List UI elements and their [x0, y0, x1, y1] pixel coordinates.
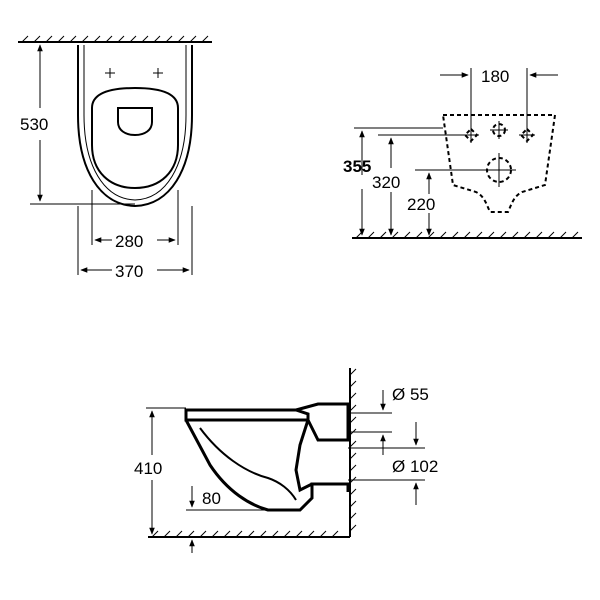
- bowl-outer-outline: [77, 45, 193, 208]
- side-inlet-diameter-label: Ø 55: [392, 385, 429, 404]
- inlet-diameter-dimension: Ø 55: [348, 385, 429, 455]
- bowl-inner-profile: [199, 427, 297, 501]
- outlet-hole-icon: [482, 153, 516, 187]
- width-dimension-280: 280: [91, 190, 179, 251]
- side-height-label: 410: [134, 459, 162, 478]
- bowl-side-profile: [184, 419, 350, 512]
- side-outlet-diameter-label: Ø 102: [392, 457, 438, 476]
- bottom-clearance-dimension-80: 80: [186, 486, 268, 553]
- hole-spacing-dimension-180: 180: [440, 67, 558, 128]
- center-hole-icon: [490, 121, 508, 139]
- flush-outlet: [117, 107, 153, 137]
- height-dimension-530: 530: [20, 41, 135, 205]
- flush-inlet-profile: [295, 402, 350, 442]
- bowl-height-dimension-410: 410: [134, 407, 186, 535]
- upper-mounting-hole-right-icon: [519, 127, 535, 143]
- side-bottom-clearance-label: 80: [202, 489, 221, 508]
- mounting-hole-right-icon: [153, 68, 163, 78]
- front-hole-spacing-label: 180: [481, 67, 509, 86]
- bowl-footprint-dashed: [441, 114, 557, 213]
- top-inner-width-label: 280: [115, 232, 143, 251]
- top-outer-width-label: 370: [115, 262, 143, 281]
- seat-profile: [184, 408, 310, 422]
- front-view: 180 355 320 220: [343, 67, 582, 239]
- front-mount-height-label: 320: [372, 173, 400, 192]
- width-dimension-370: 370: [77, 206, 193, 281]
- bowl-opening: [91, 86, 179, 190]
- outlet-diameter-dimension: Ø 102: [348, 422, 438, 505]
- front-view-floor: [352, 231, 582, 239]
- side-view-wall: [349, 368, 357, 537]
- side-view: 410 80 Ø 55 Ø 102: [134, 368, 438, 553]
- top-height-label: 530: [20, 115, 48, 134]
- top-view: 530 280 370: [18, 35, 212, 281]
- mount-height-dimension-355: 355: [343, 127, 443, 236]
- front-mount-height-bold-label: 355: [343, 157, 371, 176]
- outlet-height-dimension-220: 220: [407, 169, 482, 236]
- mounting-hole-left-icon: [105, 68, 115, 78]
- trap-profile: [294, 419, 313, 493]
- front-bottom-hole-height-label: 220: [407, 195, 435, 214]
- side-view-floor: [148, 530, 350, 538]
- mount-height-dimension-320: 320: [372, 134, 463, 236]
- top-view-wall: [18, 35, 212, 43]
- upper-mounting-hole-left-icon: [463, 127, 479, 143]
- bowl-rim-outline: [83, 45, 187, 201]
